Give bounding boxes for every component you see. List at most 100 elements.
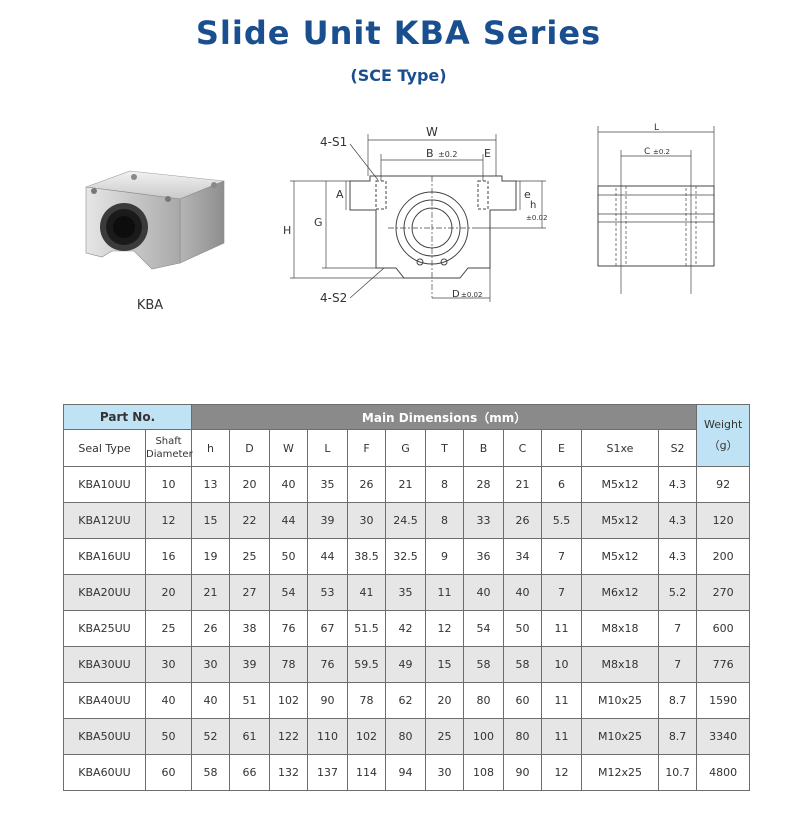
dim-b-label: B (426, 147, 434, 160)
table-cell: 4.3 (657, 466, 698, 503)
dim-h-tol: ±0.02 (526, 214, 547, 222)
table-cell: 16 (145, 538, 192, 575)
weight-label: Weight (703, 418, 743, 431)
table-cell: 8.7 (657, 718, 698, 755)
table-cell: 61 (229, 718, 270, 755)
table-cell: 10.7 (657, 754, 698, 791)
table-cell: 132 (269, 754, 308, 791)
dim-a-label: A (336, 188, 344, 201)
table-cell: 137 (307, 754, 348, 791)
table-cell: 50 (269, 538, 308, 575)
table-cell: 12 (541, 754, 582, 791)
table-cell: 24.5 (385, 502, 426, 539)
photo-caption: KBA (136, 298, 164, 313)
table-cell: 32.5 (385, 538, 426, 575)
table-cell: 4.3 (657, 502, 698, 539)
col-header-s2: S2 (657, 429, 698, 467)
table-cell: 30 (145, 646, 192, 683)
col-header-h: h (191, 429, 230, 467)
table-cell: 4.3 (657, 538, 698, 575)
col-header-t: T (425, 429, 464, 467)
table-cell: 6 (541, 466, 582, 503)
dim-d-tol: ±0.02 (461, 291, 482, 299)
table-cell: 80 (385, 718, 426, 755)
table-cell: M12x25 (581, 754, 659, 791)
table-cell: 59.5 (347, 646, 386, 683)
table-cell: 7 (541, 574, 582, 611)
page-subtitle: (SCE Type) (350, 66, 447, 85)
table-cell: 21 (191, 574, 230, 611)
col-header-g: G (385, 429, 426, 467)
table-cell: 35 (307, 466, 348, 503)
table-cell: 11 (541, 610, 582, 647)
table-cell: 26 (347, 466, 386, 503)
col-header-f: F (347, 429, 386, 467)
table-cell: 200 (696, 538, 751, 575)
dim-d-label: D (452, 289, 460, 300)
col-header-l: L (307, 429, 348, 467)
table-cell: 34 (503, 538, 542, 575)
table-cell: 122 (269, 718, 308, 755)
table-cell: KBA60UU (63, 754, 146, 791)
table-cell: 60 (145, 754, 192, 791)
weight-header: Weight （g） (696, 404, 751, 467)
table-cell: 76 (269, 610, 308, 647)
table-cell: 94 (385, 754, 426, 791)
col-header-s1xe: S1xe (581, 429, 659, 467)
table-cell: 11 (541, 718, 582, 755)
weight-unit: （g） (708, 439, 738, 452)
table-cell: 58 (463, 646, 504, 683)
seal-type-header: Seal Type (63, 429, 146, 467)
table-cell: 39 (307, 502, 348, 539)
table-cell: 20 (425, 682, 464, 719)
table-cell: 30 (425, 754, 464, 791)
table-cell: 28 (463, 466, 504, 503)
product-photo (72, 165, 232, 280)
table-cell: M6x12 (581, 574, 659, 611)
table-cell: 36 (463, 538, 504, 575)
table-cell: KBA40UU (63, 682, 146, 719)
table-cell: 25 (145, 610, 192, 647)
table-cell: M8x18 (581, 610, 659, 647)
table-cell: 114 (347, 754, 386, 791)
dim-h-upper-label: H (283, 224, 291, 237)
table-cell: 102 (347, 718, 386, 755)
table-cell: 120 (696, 502, 751, 539)
col-header-c: C (503, 429, 542, 467)
dim-l-label: L (654, 123, 659, 133)
table-cell: 67 (307, 610, 348, 647)
table-cell: KBA30UU (63, 646, 146, 683)
table-cell: 8.7 (657, 682, 698, 719)
table-cell: 40 (503, 574, 542, 611)
table-cell: 44 (307, 538, 348, 575)
table-cell: 41 (347, 574, 386, 611)
table-cell: 15 (191, 502, 230, 539)
table-cell: 62 (385, 682, 426, 719)
table-cell: 11 (425, 574, 464, 611)
dim-e-lower-label: e (524, 188, 531, 201)
table-cell: 8 (425, 466, 464, 503)
diameter-label: Diameter (146, 449, 193, 460)
dim-e-upper-label: E (484, 147, 491, 160)
table-cell: 80 (463, 682, 504, 719)
table-cell: 13 (191, 466, 230, 503)
table-cell: 40 (191, 682, 230, 719)
table-cell: 7 (657, 646, 698, 683)
table-cell: 1590 (696, 682, 751, 719)
table-cell: 90 (503, 754, 542, 791)
table-cell: 54 (463, 610, 504, 647)
table-cell: 12 (145, 502, 192, 539)
table-cell: 270 (696, 574, 751, 611)
table-cell: 26 (191, 610, 230, 647)
table-cell: 54 (269, 574, 308, 611)
table-cell: 100 (463, 718, 504, 755)
table-cell: 78 (269, 646, 308, 683)
part-no-header: Part No. (63, 404, 192, 430)
dim-w-label: W (426, 125, 438, 139)
